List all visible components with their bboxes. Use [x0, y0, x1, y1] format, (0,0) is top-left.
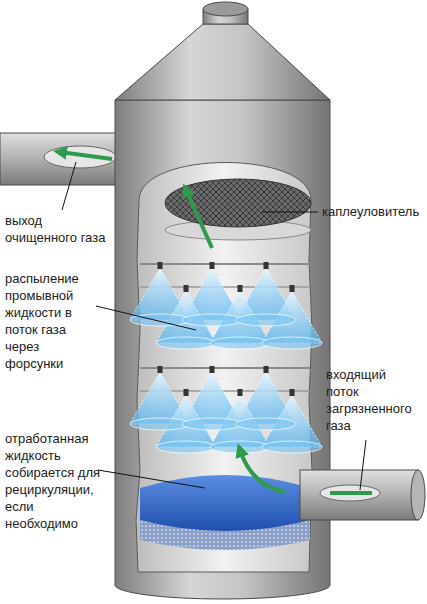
- spray-cone-base: [156, 337, 216, 349]
- inlet-end: [411, 470, 425, 520]
- inlet-window: [320, 485, 380, 501]
- cutaway-interior: [136, 163, 312, 573]
- gas-flow-arrow: [330, 491, 372, 495]
- column-cone: [115, 24, 330, 100]
- spray-nozzle: [290, 285, 295, 292]
- neck-top: [203, 2, 248, 16]
- spray-nozzle: [158, 262, 163, 269]
- spray-cone-base: [130, 418, 190, 430]
- spray-nozzle: [210, 366, 215, 373]
- spray-cone-base: [236, 418, 296, 430]
- spray-cone-base: [182, 418, 242, 430]
- leader-line: [62, 162, 76, 210]
- spray-cone-base: [262, 337, 322, 349]
- leader-line: [360, 440, 366, 490]
- spray-nozzle: [210, 262, 215, 269]
- spray-nozzle: [264, 366, 269, 373]
- leader-line: [98, 470, 205, 488]
- callout-label: каплеуловитель: [322, 203, 427, 220]
- spray-cone-base: [210, 337, 270, 349]
- liquid-pool: [140, 475, 310, 531]
- mist-eliminator: [165, 179, 311, 227]
- gas-flow-arrow: [60, 152, 112, 159]
- callout-label: выход очищенного газа: [5, 212, 110, 246]
- spray-cone-base: [156, 441, 216, 453]
- callout-label: отработанная жидкость собирается для рец…: [5, 430, 105, 532]
- spray-cone-base: [182, 314, 242, 326]
- spray-cone-base: [130, 314, 190, 326]
- leader-line: [262, 212, 318, 213]
- spray-header: [140, 367, 310, 369]
- gas-flow-arrow: [186, 190, 212, 248]
- spray-nozzle: [184, 285, 189, 292]
- spray-cone-base: [262, 441, 322, 453]
- spray-group: [130, 262, 322, 453]
- outlet-window: [44, 146, 116, 168]
- spray-nozzle: [158, 366, 163, 373]
- gas-flow-arrow: [240, 450, 285, 492]
- spray-header: [140, 263, 310, 265]
- spray-nozzle: [238, 389, 243, 396]
- callout-label: распыление промывной жидкости в поток га…: [5, 270, 93, 372]
- spray-nozzle: [184, 389, 189, 396]
- spray-nozzle: [238, 285, 243, 292]
- spray-nozzle: [290, 389, 295, 396]
- leader-line: [96, 306, 196, 330]
- inlet-pipe: [300, 470, 418, 520]
- callout-label: входящий поток загрязненного газа: [326, 366, 416, 434]
- column-shell: [115, 100, 330, 599]
- spray-nozzle: [264, 262, 269, 269]
- spray-cone-base: [236, 314, 296, 326]
